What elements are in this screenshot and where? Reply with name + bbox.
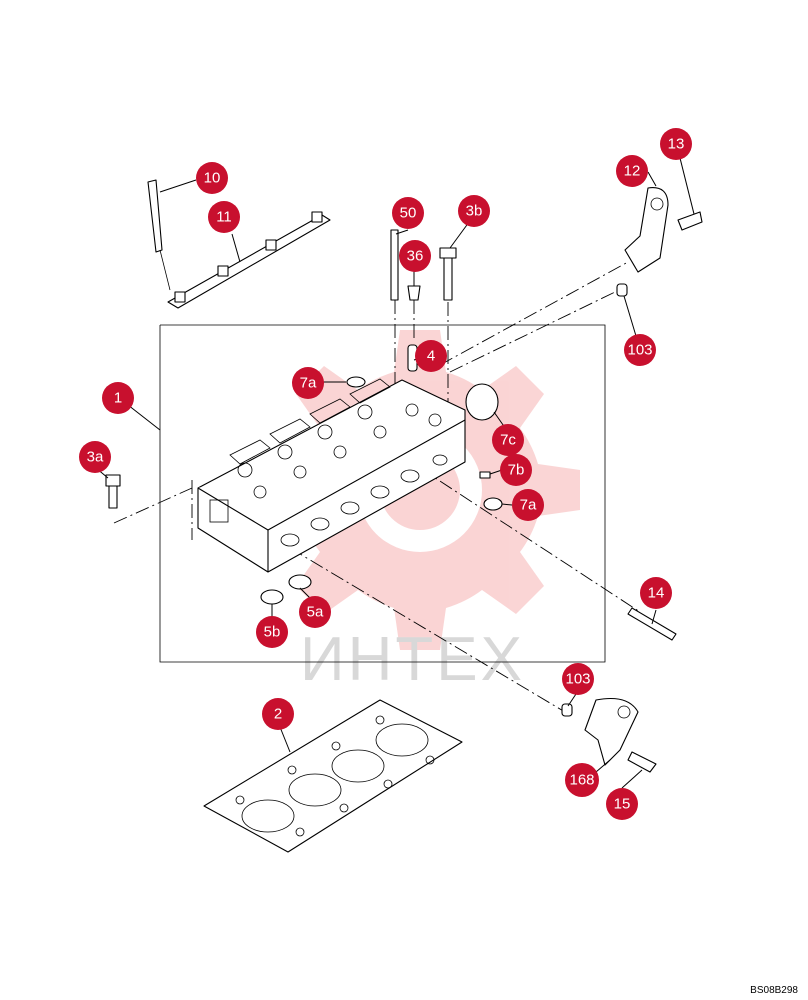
callout-5a: 5a [299,596,331,628]
cylinder-head [197,378,466,573]
callout-4: 4 [415,340,447,372]
bolt-15 [627,751,657,773]
bolt-13 [677,211,703,231]
callout-label: 36 [407,248,424,265]
bracket-168 [584,697,639,766]
callout-label: 1 [114,390,122,407]
bracket-12 [624,187,669,273]
bolt-3a [105,474,121,509]
callout-168: 168 [565,763,599,797]
callout-label: 2 [274,706,282,723]
callout-13: 13 [660,128,692,160]
cap-7a-top [346,376,366,388]
bolt-3b [439,247,457,301]
watermark-text: ИНТЕХ [300,625,525,694]
callout-2: 2 [262,698,294,730]
glow-plug [147,179,171,291]
callout-3b: 3b [458,195,490,227]
callout-1: 1 [102,382,134,414]
callout-14: 14 [640,577,672,609]
sleeve-103-top [616,283,628,297]
callout-15: 15 [606,788,638,820]
callout-11: 11 [208,201,240,233]
callout-label: 7a [520,497,537,514]
nozzle-36 [407,285,421,301]
callout-label: 103 [565,671,590,688]
stud-50 [390,229,399,301]
callout-label: 168 [569,772,594,789]
callout-label: 103 [627,342,652,359]
callout-label: 5a [307,604,324,621]
cap-7a-side [483,497,503,511]
seals-5 [260,574,312,605]
callout-10: 10 [196,162,228,194]
callout-label: 12 [624,163,641,180]
callout-3a: 3a [79,441,111,473]
callout-label: 5b [264,624,281,641]
plug-7b [479,471,491,479]
plug-7c [465,383,499,421]
callout-7b: 7b [500,454,532,486]
callout-7c: 7c [492,424,524,456]
cylinder-head-frame [159,324,606,663]
glow-plug-wire [167,211,331,309]
head-gasket [203,699,463,853]
callout-label: 15 [614,796,631,813]
callout-103-top: 103 [624,334,656,366]
sleeve-103-bottom [561,703,573,717]
callout-label: 3a [87,449,104,466]
callout-12: 12 [616,155,648,187]
callout-label: 13 [668,136,685,153]
callout-label: 11 [216,209,232,226]
callout-label: 7a [300,375,317,392]
callout-label: 3b [466,203,483,220]
callout-7a-side: 7a [512,489,544,521]
callout-5b: 5b [256,616,288,648]
callout-label: 50 [400,205,417,222]
callout-label: 7c [500,432,516,449]
alignment-lines [113,261,641,713]
document-code: BS08B298 [750,985,798,996]
callout-label: 14 [648,585,665,602]
callout-7a-top: 7a [292,367,324,399]
callout-label: 10 [204,170,221,187]
callout-103-bottom: 103 [562,663,594,695]
callout-36: 36 [399,240,431,272]
callout-50: 50 [392,197,424,229]
callout-label: 7b [508,462,525,479]
callout-label: 4 [427,348,435,365]
